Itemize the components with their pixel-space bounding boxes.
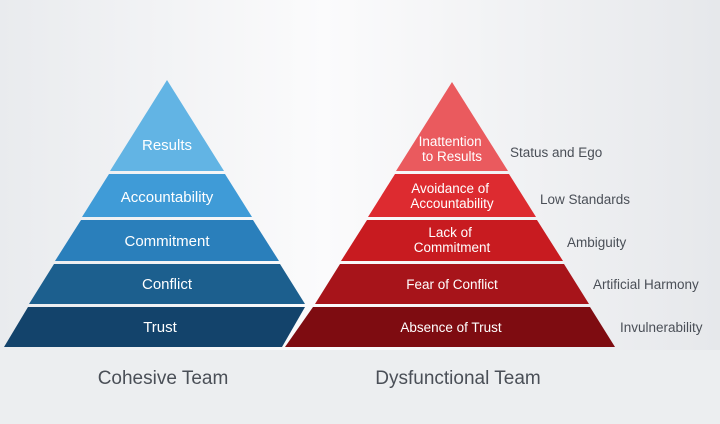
side-label-invulnerability: Invulnerability (620, 320, 703, 335)
cohesive-level-results (110, 80, 224, 171)
side-label-ambiguity: Ambiguity (567, 235, 627, 250)
label-line: Lack of (428, 225, 472, 240)
dysfunctional-pyramid: Inattention to Results Avoidance of Acco… (285, 82, 615, 347)
cohesive-level-conflict (29, 264, 305, 304)
dysfunctional-level-trust (285, 307, 615, 347)
dysfunctional-team-caption: Dysfunctional Team (375, 368, 540, 389)
cohesive-level-accountability (82, 174, 252, 217)
label-line: Commitment (414, 240, 491, 255)
cohesive-label-commitment: Commitment (124, 233, 210, 250)
dysfunctional-level-accountability (368, 174, 536, 217)
cohesive-pyramid: Results Accountability Commitment Confli… (4, 80, 305, 347)
side-label-status-ego: Status and Ego (510, 145, 602, 160)
cohesive-level-commitment (55, 220, 279, 261)
cohesive-level-trust (4, 307, 305, 347)
dysfunctional-level-results (396, 82, 508, 171)
cohesive-label-results: Results (142, 137, 192, 154)
dysfunctional-label-conflict: Fear of Conflict (406, 277, 498, 292)
dysfunctional-label-trust: Absence of Trust (400, 320, 502, 335)
cohesive-label-trust: Trust (143, 319, 177, 336)
side-label-artificial-harmony: Artificial Harmony (593, 277, 699, 292)
side-label-low-standards: Low Standards (540, 192, 630, 207)
dysfunctional-label-commitment: Lack of Commitment (414, 225, 491, 255)
label-line: Inattention (419, 134, 482, 149)
label-line: Accountability (410, 196, 494, 211)
dysfunctional-level-commitment (341, 220, 563, 261)
dysfunctional-label-results: Inattention to Results (419, 134, 486, 164)
cohesive-team-caption: Cohesive Team (98, 368, 229, 389)
label-line: Avoidance of (411, 181, 489, 196)
dysfunctional-label-accountability: Avoidance of Accountability (410, 181, 494, 211)
floor (0, 350, 720, 424)
dysfunctional-level-conflict (315, 264, 589, 304)
cohesive-label-conflict: Conflict (142, 276, 193, 293)
cohesive-label-accountability: Accountability (121, 189, 214, 206)
label-line: to Results (422, 149, 482, 164)
